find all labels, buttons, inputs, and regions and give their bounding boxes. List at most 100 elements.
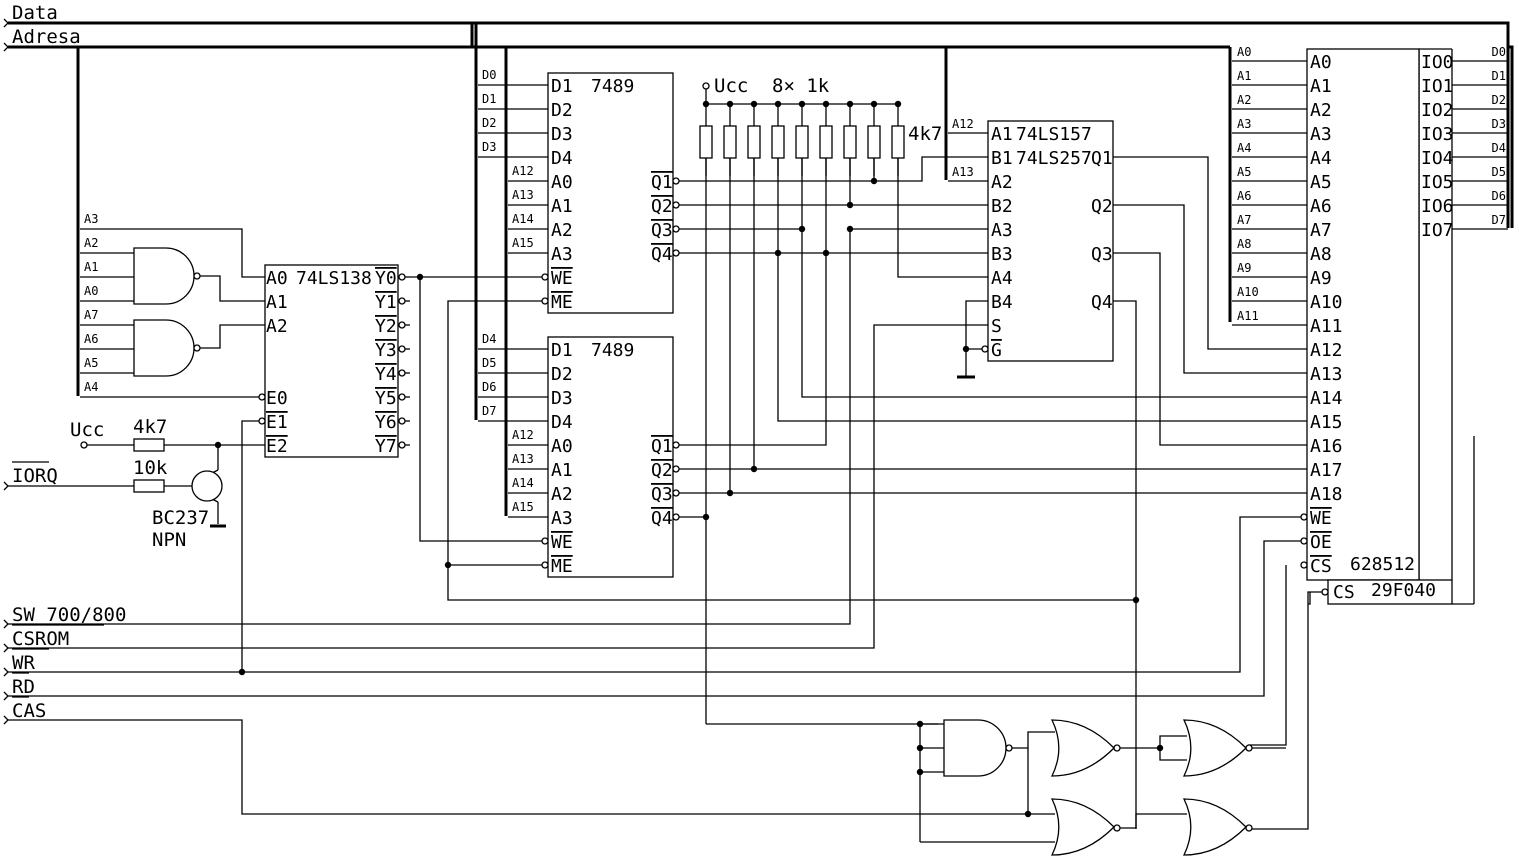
junction-dot bbox=[214, 441, 222, 449]
addr-tap-label: A15 bbox=[512, 500, 534, 514]
ram-q-pin: Q1 bbox=[651, 436, 673, 457]
ucc-terminal bbox=[80, 441, 88, 449]
ram1-chip-label: 7489 bbox=[591, 76, 634, 97]
junction-dot bbox=[1132, 596, 1140, 604]
ram-q-pin: Q3 bbox=[651, 484, 673, 505]
ucc-terminal bbox=[702, 82, 710, 90]
wire bbox=[897, 158, 988, 278]
addr-tap-label: A1 bbox=[1237, 69, 1251, 83]
inversion-bubble bbox=[1300, 561, 1308, 569]
mem-addr-pin: A12 bbox=[1310, 340, 1343, 361]
wire bbox=[1159, 748, 1187, 761]
data-tap-label: D7 bbox=[1492, 213, 1506, 227]
inversion-bubble bbox=[398, 417, 406, 425]
pin-label: D2 bbox=[551, 100, 573, 121]
inversion-bubble bbox=[672, 513, 680, 521]
pin-label: B4 bbox=[991, 292, 1013, 313]
addr-tap-label: A12 bbox=[512, 164, 534, 178]
data-tap-label: D0 bbox=[1492, 45, 1506, 59]
wire bbox=[8, 229, 851, 625]
inversion-bubble bbox=[1245, 824, 1253, 832]
junction-dot bbox=[238, 668, 246, 676]
inversion-bubble bbox=[672, 225, 680, 233]
mem-io-pin: IO0 bbox=[1421, 52, 1454, 73]
pin-label: A2 bbox=[551, 220, 573, 241]
inversion-bubble bbox=[541, 537, 549, 545]
junction-dot bbox=[702, 100, 710, 108]
data-tap-label: D4 bbox=[1492, 141, 1506, 155]
wire bbox=[1248, 565, 1287, 746]
pullup-4k7-label: 4k7 bbox=[908, 123, 942, 145]
wire bbox=[1113, 204, 1310, 374]
addr-tap-label: A14 bbox=[512, 212, 534, 226]
mem-addr-pin: A1 bbox=[1310, 76, 1332, 97]
address-tap-label: A4 bbox=[84, 380, 98, 394]
or-gate bbox=[1182, 719, 1247, 777]
wire bbox=[777, 253, 1310, 422]
junction-dot bbox=[798, 100, 806, 108]
inversion-bubble bbox=[672, 201, 680, 209]
pin-label: Q4 bbox=[1091, 292, 1113, 313]
mux1-chip-label: 74LS157 bbox=[1016, 124, 1092, 145]
data-tap-label: D2 bbox=[1492, 93, 1506, 107]
junction-dot bbox=[798, 225, 806, 233]
junction-dot bbox=[822, 100, 830, 108]
mux-74ls157-257 bbox=[987, 120, 1114, 362]
address-bus-label: Adresa bbox=[12, 26, 81, 48]
pin-label: OE bbox=[1310, 532, 1332, 553]
pullup-resistor bbox=[819, 125, 833, 159]
junction-dot bbox=[846, 201, 854, 209]
data-bus-label: Data bbox=[12, 2, 58, 24]
input-arrow bbox=[3, 619, 9, 629]
junction-dot bbox=[870, 177, 878, 185]
input-arrow bbox=[3, 481, 9, 491]
input-arrow bbox=[3, 42, 9, 52]
ucc-top-label: Ucc bbox=[714, 75, 748, 97]
mem-io-pin: IO6 bbox=[1421, 196, 1454, 217]
nand-gate bbox=[133, 247, 195, 305]
mem-addr-pin: A11 bbox=[1310, 316, 1343, 337]
junction-dot bbox=[726, 489, 734, 497]
inversion-bubble bbox=[672, 249, 680, 257]
junction-dot bbox=[444, 561, 452, 569]
sram-chip-label: 628512 bbox=[1350, 554, 1415, 575]
input-arrow bbox=[3, 715, 9, 725]
wire bbox=[447, 300, 1136, 601]
inversion-bubble bbox=[1321, 588, 1329, 596]
pullup-resistor bbox=[723, 125, 737, 159]
inversion-bubble bbox=[1245, 744, 1253, 752]
mem-io-pin: IO2 bbox=[1421, 100, 1454, 121]
addr-tap-label: A15 bbox=[512, 236, 534, 250]
pin-label: ME bbox=[551, 556, 573, 577]
mem-io-pin: IO1 bbox=[1421, 76, 1454, 97]
wire bbox=[200, 275, 265, 302]
mem-addr-pin: A8 bbox=[1310, 244, 1332, 265]
inversion-bubble bbox=[672, 489, 680, 497]
junction-dot bbox=[916, 720, 924, 728]
pin-label: B3 bbox=[991, 244, 1013, 265]
pullup-resistor bbox=[747, 125, 761, 159]
inversion-bubble bbox=[398, 321, 406, 329]
mem-addr-pin: A9 bbox=[1310, 268, 1332, 289]
pin-label: Q3 bbox=[1091, 244, 1113, 265]
wire bbox=[8, 324, 988, 649]
wire bbox=[679, 253, 827, 446]
data-tap-label: D3 bbox=[482, 140, 496, 154]
or-gate bbox=[1050, 798, 1115, 856]
or-gate bbox=[1182, 798, 1247, 856]
pin-label: B2 bbox=[991, 196, 1013, 217]
mem-addr-pin: A10 bbox=[1310, 292, 1343, 313]
pin-label: WE bbox=[551, 268, 573, 289]
pin-label: E0 bbox=[266, 388, 288, 409]
decoder-out-pin: Y0 bbox=[375, 268, 397, 289]
wire bbox=[419, 277, 545, 542]
pin-label: E1 bbox=[266, 412, 288, 433]
addr-tap-label: A13 bbox=[512, 452, 534, 466]
data-tap-label: D5 bbox=[482, 356, 496, 370]
junction-dot bbox=[774, 100, 782, 108]
address-tap-label: A1 bbox=[84, 260, 98, 274]
input-arrow bbox=[3, 18, 9, 28]
data-tap-label: D5 bbox=[1492, 165, 1506, 179]
pin-label: D1 bbox=[551, 340, 573, 361]
rd-label: RD bbox=[12, 676, 35, 698]
